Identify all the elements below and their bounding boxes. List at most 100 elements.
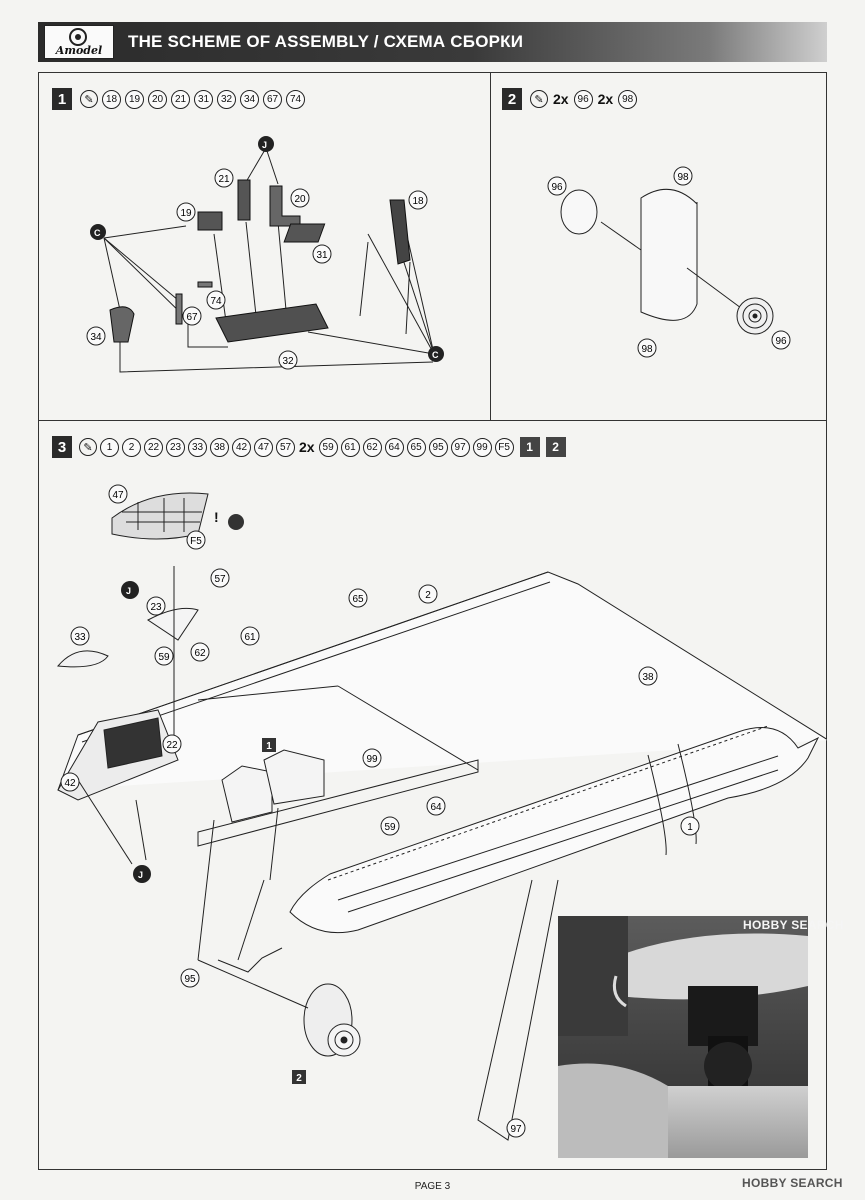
part-callout: 34: [240, 89, 259, 109]
callout-33: 33: [74, 632, 86, 643]
callout-34: 34: [90, 332, 102, 343]
marker-c-label: C: [94, 228, 101, 238]
multiplier: 2x: [299, 439, 315, 455]
step-2-bar: 2 ✎ 2x 96 2x 98: [502, 88, 638, 110]
part-callout: 22: [144, 437, 163, 457]
part-callout: 38: [210, 437, 229, 457]
step-ref-2: 2: [296, 1073, 302, 1084]
step-number: 3: [52, 436, 72, 458]
part-callout: 19: [125, 89, 144, 109]
step-3-bar: 3 ✎ 1 2 22 23 33 38 42 47 57 2x 59 61 62…: [52, 436, 566, 458]
divider-vertical: [490, 72, 491, 420]
callout-32: 32: [282, 356, 294, 367]
callout-47: 47: [112, 490, 124, 501]
glue-icon: ✎: [80, 90, 98, 108]
callout-2: 2: [425, 590, 431, 601]
part-callout: 62: [362, 437, 382, 457]
watermark: HOBBY SEARCH: [742, 1176, 843, 1190]
callout-31: 31: [316, 250, 328, 261]
header-bar: Amodel THE SCHEME OF ASSEMBLY / СХЕМА СБ…: [38, 22, 827, 62]
logo-text: Amodel: [55, 44, 103, 57]
part-callout: F5: [494, 437, 514, 457]
part-callout: 97: [450, 437, 470, 457]
divider-horizontal: [38, 420, 827, 421]
step-number: 1: [52, 88, 72, 110]
callout-19: 19: [180, 208, 192, 219]
watermark: HOBBY SEARCH: [743, 918, 844, 932]
marker-c: [428, 346, 444, 362]
step-reference: 1: [519, 437, 540, 457]
step-1-diagram: J C C 21 20 19 18 31 74 67 34 32: [86, 136, 444, 373]
callout-95: 95: [184, 974, 196, 985]
glue-icon: ✎: [530, 90, 548, 108]
part-callout: 64: [384, 437, 404, 457]
callout-42: 42: [64, 778, 76, 789]
callout-22: 22: [166, 740, 178, 751]
marker-j-label: J: [262, 140, 267, 150]
callout-57: 57: [214, 574, 226, 585]
callout-99: 99: [366, 754, 378, 765]
callout-18: 18: [412, 196, 424, 207]
part-callout: 23: [166, 437, 185, 457]
step-number: 2: [502, 88, 522, 110]
gear-icon: [69, 28, 87, 46]
callout-96: 96: [551, 182, 563, 193]
step-ref-1: 1: [266, 741, 272, 752]
callout-21: 21: [218, 174, 230, 185]
step-3-diagram: J J ! 1 2 47 F5 57 23 33 59 62 61 65 2 3…: [57, 484, 827, 1141]
part-callout: 33: [188, 437, 207, 457]
page-title: THE SCHEME OF ASSEMBLY / СХЕМА СБОРКИ: [128, 32, 524, 51]
marker-j: [258, 136, 274, 152]
callout-67: 67: [186, 312, 198, 323]
part-callout: 42: [232, 437, 251, 457]
marker-c-label: C: [432, 350, 439, 360]
instruction-frame: [38, 72, 827, 1170]
part-callout: 61: [340, 437, 360, 457]
callout-98: 98: [641, 344, 653, 355]
part-callout: 95: [428, 437, 448, 457]
part-callout: 31: [194, 89, 213, 109]
callout-65: 65: [352, 594, 364, 605]
step-2-diagram: 96 98 98 96: [547, 166, 791, 358]
callout-59: 59: [384, 822, 396, 833]
step-1-bar: 1 ✎ 18 19 20 21 31 32 34 67 74: [52, 88, 305, 110]
marker-j-label: J: [126, 586, 131, 596]
part-callout: 47: [254, 437, 273, 457]
part-callout: 59: [318, 437, 338, 457]
callout-1: 1: [687, 822, 693, 833]
part-callout: 2: [122, 437, 141, 457]
callout-97: 97: [510, 1124, 522, 1135]
multiplier: 2x: [597, 91, 614, 107]
glue-icon: ✎: [79, 438, 97, 456]
warning-mark: !: [214, 509, 219, 525]
part-callout: 99: [472, 437, 492, 457]
part-callout: 57: [276, 437, 295, 457]
callout-74: 74: [210, 296, 222, 307]
part-callout: 20: [148, 89, 167, 109]
part-callout: 32: [217, 89, 236, 109]
part-callout: 74: [286, 89, 305, 109]
multiplier: 2x: [553, 91, 569, 107]
glue-icon: [228, 514, 244, 530]
callout-96: 96: [775, 336, 787, 347]
part-callout: 96: [573, 89, 593, 109]
part-callout: 67: [263, 89, 282, 109]
callout-64: 64: [430, 802, 442, 813]
marker-c: [90, 224, 106, 240]
part-callout: 98: [618, 89, 638, 109]
callout-38: 38: [642, 672, 654, 683]
callout-F5: F5: [190, 536, 202, 547]
reference-photo: [558, 916, 808, 1158]
callout-62: 62: [194, 648, 206, 659]
page-number: PAGE 3: [414, 1181, 451, 1192]
amodel-logo: Amodel: [44, 25, 114, 59]
callout-23: 23: [150, 602, 162, 613]
part-callout: 65: [406, 437, 426, 457]
part-callout: 1: [100, 437, 119, 457]
part-callout: 21: [171, 89, 190, 109]
marker-j-label: J: [138, 870, 143, 880]
callout-61: 61: [244, 632, 256, 643]
callout-20: 20: [294, 194, 306, 205]
part-callout: 18: [102, 89, 121, 109]
step-reference: 2: [545, 437, 566, 457]
